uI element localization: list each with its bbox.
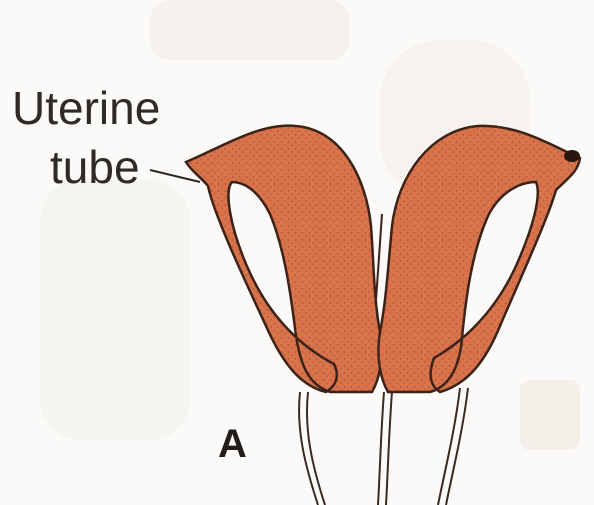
uterine-tube-label-line2: tube xyxy=(50,144,140,190)
panel-letter: A xyxy=(218,422,247,467)
lower-strands xyxy=(299,388,468,505)
uterine-tube-label-line1: Uterine xyxy=(12,85,160,131)
central-cleft xyxy=(376,214,382,300)
right-tube-tip xyxy=(564,150,580,162)
